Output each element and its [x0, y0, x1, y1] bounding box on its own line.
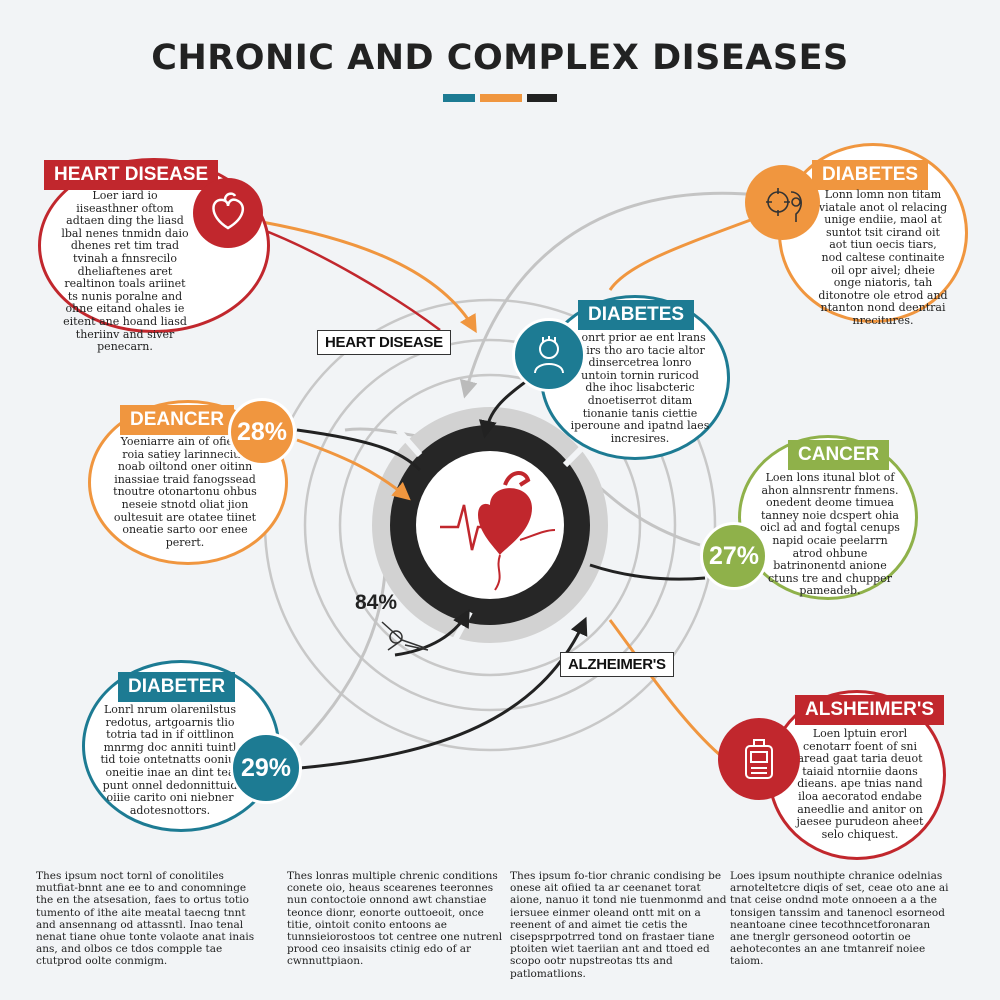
- diabetes-banner-bl: DIABETER: [118, 672, 236, 702]
- heart-disease-label: HEART DISEASE: [317, 330, 451, 355]
- connector-cancer-left-dark: [296, 428, 422, 472]
- diabetes-bl-percent: 29%: [230, 732, 302, 804]
- cancer-banner-left: DEANCER: [120, 405, 234, 435]
- diabetes-text-top: Lonn lomn non titam viatale anot ol rela…: [818, 188, 948, 327]
- rocket-icon: [381, 621, 429, 651]
- connector-cancer-left: [296, 438, 411, 501]
- connector-heart-red: [249, 223, 441, 332]
- diabetes-banner-top: DIABETES: [812, 160, 929, 190]
- footer-column-2: Thes lonras multiple chrenic conditions …: [287, 870, 503, 968]
- heart-disease-banner: HEART DISEASE: [44, 160, 219, 190]
- cancer-left-percent: 28%: [228, 398, 296, 466]
- cancer-banner-right: CANCER: [788, 440, 890, 470]
- connector-heart: [261, 220, 477, 334]
- heartbeat-heart-icon: [440, 471, 556, 591]
- heart-icon: [193, 178, 263, 248]
- diabetes-banner-mid: DIABETES: [578, 300, 695, 330]
- page-title: CHRONIC AND COMPLEX DISEASES: [151, 38, 849, 78]
- connector-cancer-right: [589, 563, 706, 581]
- center-percent: 84%: [355, 591, 398, 614]
- diabetes-text-mid: Lonrt prior ae ent lrans toirs tho aro t…: [570, 331, 710, 445]
- title-accent-dark: [527, 94, 557, 102]
- connector-84: [394, 608, 470, 657]
- title-accent-orange: [480, 94, 522, 102]
- footer-column-3: Thes ipsum fo-tior chranic condising be …: [510, 870, 727, 980]
- title-accent-teal: [443, 94, 475, 102]
- head-icon: [512, 318, 586, 392]
- connector-alz: [608, 619, 721, 757]
- diabetes-text-bl: Lonrl nrum olarenilstus redotus, artgoar…: [100, 703, 240, 817]
- head-gears-icon: [745, 165, 820, 240]
- alzheimers-banner: ALSHEIMER'S: [795, 695, 945, 725]
- alzheimers-text: Loen lptuin erorl cenotarr foent of sni …: [796, 727, 924, 841]
- cancer-text-right: Loen lons itunal blot of ahon alnnsrentr…: [760, 471, 900, 598]
- heart-disease-text: Loer iard io iiseasthner oftom adtaen di…: [61, 189, 189, 354]
- device-icon: [718, 718, 800, 800]
- cancer-right-percent: 27%: [700, 522, 768, 590]
- footer-column-1: Thes ipsum noct tornl of conolitiles mut…: [36, 870, 255, 968]
- cancer-text-left: Yoeniarre ain of ofierot roia satiey lar…: [113, 435, 257, 549]
- alzheimers-label: ALZHEIMER'S: [560, 652, 674, 677]
- footer-column-4: Loes ipsum nouthipte chranice odelnias a…: [730, 870, 949, 968]
